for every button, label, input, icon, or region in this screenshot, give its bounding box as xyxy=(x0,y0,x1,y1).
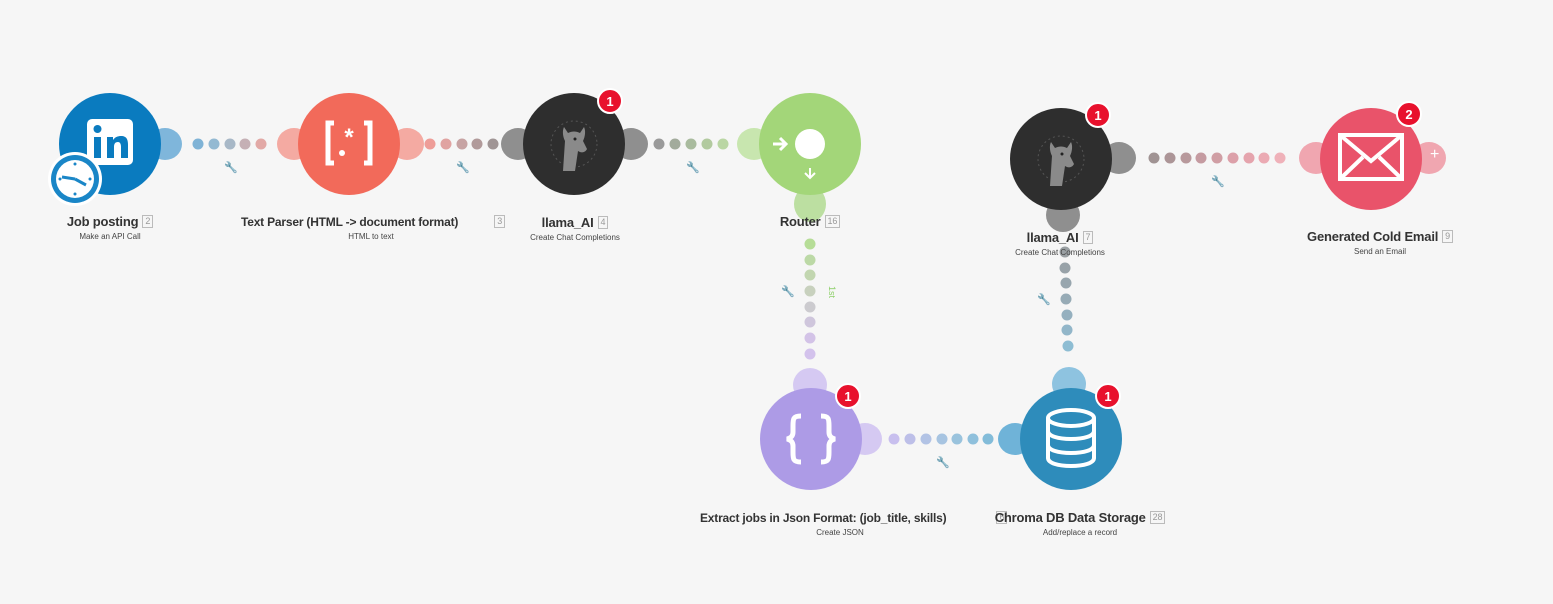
job-posting-module[interactable] xyxy=(59,93,161,195)
module-id: 3 xyxy=(494,215,506,228)
connector-llama-to-email[interactable] xyxy=(1148,152,1286,164)
connector-llama-to-router[interactable] xyxy=(653,138,729,150)
module-title: Router xyxy=(779,214,821,229)
chroma-operations-badge[interactable]: 1 xyxy=(1095,383,1121,409)
module-id: 4 xyxy=(597,216,609,229)
module-id: 6 xyxy=(996,511,1008,524)
module-id: 7 xyxy=(1082,231,1094,244)
connector-chroma-to-llama[interactable] xyxy=(1059,246,1074,352)
wrench-icon[interactable]: 🔧 xyxy=(936,457,950,469)
module-title: llama_AI xyxy=(1026,230,1079,245)
wrench-icon[interactable]: 🔧 xyxy=(686,162,700,174)
connector-router-to-json[interactable] xyxy=(804,238,816,360)
json-operations-badge[interactable]: 1 xyxy=(835,383,861,409)
wrench-icon[interactable]: 🔧 xyxy=(224,162,238,174)
email-operations-badge[interactable]: 2 xyxy=(1396,101,1422,127)
router-icon xyxy=(773,129,825,180)
module-title: Chroma DB Data Storage xyxy=(994,510,1146,525)
connector-job-to-parser[interactable] xyxy=(192,138,267,150)
text-parser-module[interactable]: * xyxy=(298,93,400,195)
json-braces-icon xyxy=(786,413,836,465)
module-subtitle: Make an API Call xyxy=(79,232,141,241)
wrench-icon[interactable]: 🔧 xyxy=(1211,176,1225,188)
module-id: 9 xyxy=(1442,230,1453,243)
llama-ai-2-operations-badge[interactable]: 1 xyxy=(1085,102,1111,128)
envelope-icon xyxy=(1338,133,1404,181)
module-title: Extract jobs in Json Format: (job_title,… xyxy=(700,511,947,525)
module-id: 16 xyxy=(824,215,841,228)
module-title: Job posting xyxy=(66,214,139,229)
database-icon xyxy=(1046,408,1096,469)
llama-icon xyxy=(1037,135,1085,186)
module-subtitle: Create JSON xyxy=(816,528,864,537)
chroma-module[interactable] xyxy=(1020,388,1122,490)
connector-json-to-chroma[interactable] xyxy=(888,433,994,445)
text-parser-label: Text Parser (HTML -> document format) 3 H… xyxy=(241,215,506,241)
module-subtitle: HTML to text xyxy=(348,232,394,241)
wrench-icon[interactable]: 🔧 xyxy=(781,286,795,298)
schedule-clock-icon[interactable] xyxy=(48,152,102,206)
module-subtitle: Add/replace a record xyxy=(1042,528,1118,537)
module-id: 28 xyxy=(1149,511,1166,524)
svg-text:*: * xyxy=(344,124,354,151)
module-id: 2 xyxy=(142,215,154,228)
llama-ai-module[interactable] xyxy=(523,93,625,195)
module-title: Generated Cold Email xyxy=(1307,229,1439,244)
linkedin-icon xyxy=(87,119,133,165)
regex-icon: * xyxy=(325,120,373,166)
connector-parser-to-llama[interactable] xyxy=(424,138,499,150)
json-label: Extract jobs in Json Format: (job_title,… xyxy=(700,511,1008,537)
route-label: 1st xyxy=(827,285,838,299)
module-subtitle: Send an Email xyxy=(1353,247,1407,256)
add-module-plus-icon[interactable]: + xyxy=(1430,146,1440,163)
wrench-icon[interactable]: 🔧 xyxy=(456,162,470,174)
module-subtitle: Create Chat Completions xyxy=(530,233,620,242)
llama-ai-operations-badge[interactable]: 1 xyxy=(597,88,623,114)
module-subtitle: Create Chat Completions xyxy=(1015,248,1105,257)
wrench-icon[interactable]: 🔧 xyxy=(1037,294,1051,306)
module-title: llama_AI xyxy=(541,215,594,230)
llama-icon xyxy=(550,120,598,171)
module-title: Text Parser (HTML -> document format) xyxy=(241,215,459,229)
router-module[interactable] xyxy=(759,93,861,195)
